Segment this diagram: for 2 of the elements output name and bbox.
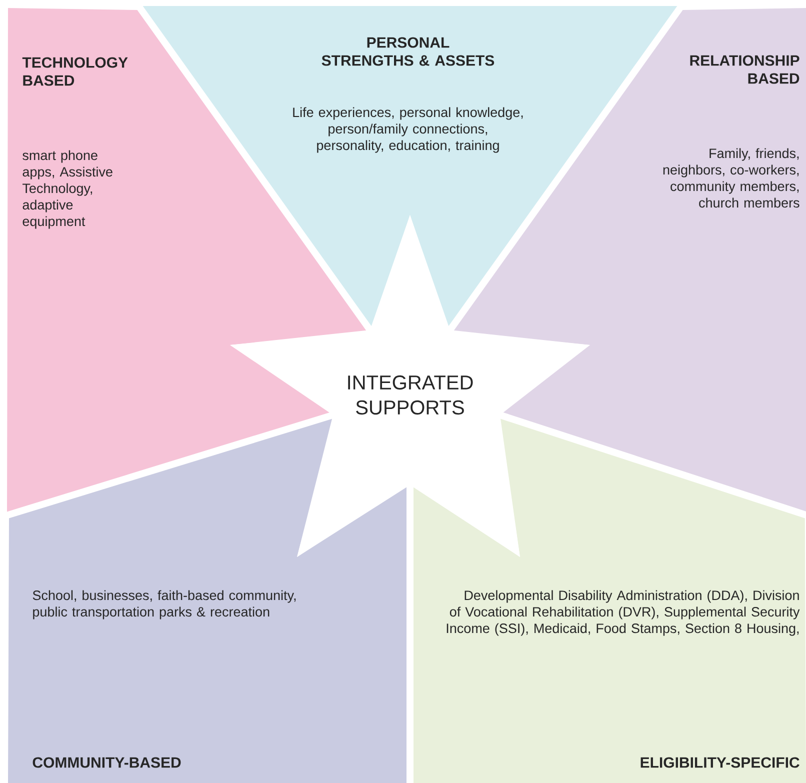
sector-panel: School, businesses, faith-based community, public transportation parks & recreation COMMUNITY-BASED [8, 418, 406, 783]
sector-panel: Developmental Disability Administration (DDA), Division of Vocational Rehabilitation (DVR), Supplemental Security Income (SSI), Medicaid, Food Stamps, Section 8 Housing, ELIGIBILITY-SPECIFIC [414, 418, 806, 783]
